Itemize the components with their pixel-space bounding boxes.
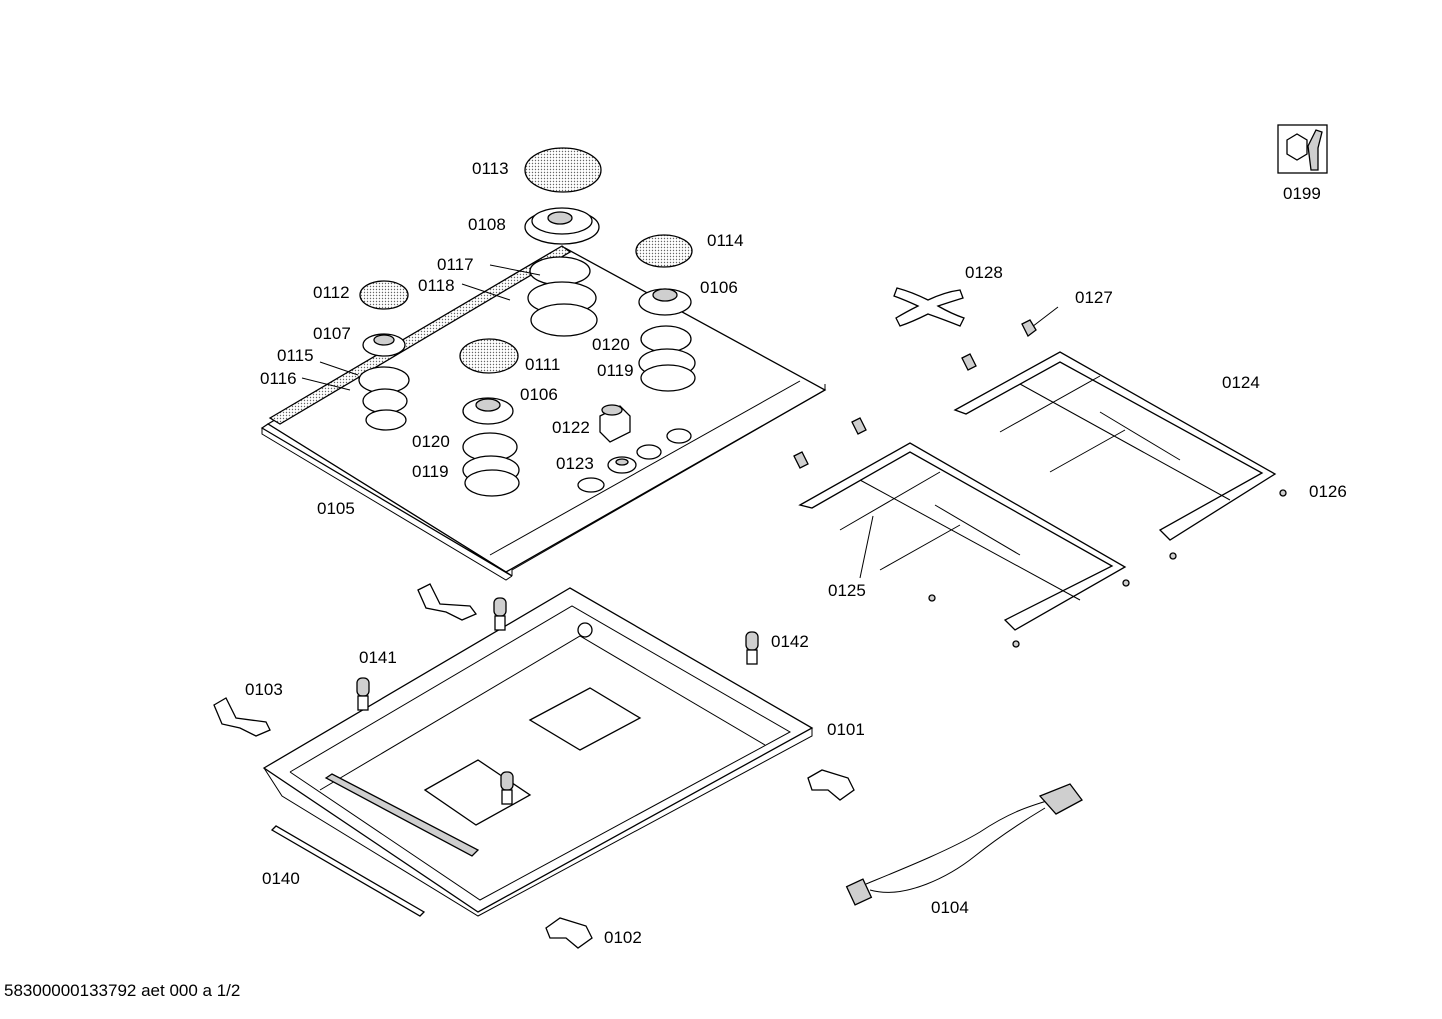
label-0102: 0102 <box>604 928 642 947</box>
leveling-feet <box>356 597 759 805</box>
label-0127: 0127 <box>1075 288 1113 307</box>
mounting-bracket-left <box>213 697 271 737</box>
grate-cross-support <box>893 287 965 327</box>
bottom-tray <box>262 587 814 917</box>
label-0106-middle: 0106 <box>520 385 558 404</box>
burner-small-icon <box>358 333 410 431</box>
knob-holes <box>577 428 692 493</box>
label-0107: 0107 <box>313 324 351 343</box>
power-cable <box>845 783 1083 906</box>
label-0128: 0128 <box>965 263 1003 282</box>
burner-right-icon <box>638 288 696 392</box>
fixing-clips <box>545 769 855 949</box>
drawing-reference-number: 58300000133792 aet 000 a 1/2 <box>4 981 241 1000</box>
leader-lines <box>301 264 1059 579</box>
label-0126: 0126 <box>1309 482 1347 501</box>
label-0117: 0117 <box>437 255 474 274</box>
label-0106-right: 0106 <box>700 278 738 297</box>
seal-rings-large <box>527 256 598 337</box>
burner-cap-middle-icon <box>459 338 519 374</box>
grate-bolts <box>928 489 1287 648</box>
label-0142: 0142 <box>771 632 809 651</box>
pan-support-left <box>798 442 1127 631</box>
label-0125: 0125 <box>828 581 866 600</box>
label-0103: 0103 <box>245 680 283 699</box>
label-0123: 0123 <box>556 454 594 473</box>
label-0118: 0118 <box>418 276 455 295</box>
burner-cap-right-icon <box>635 234 693 268</box>
label-0119-right: 0119 <box>597 361 634 380</box>
burner-cap-large-icon <box>524 147 602 193</box>
label-0114: 0114 <box>707 231 744 250</box>
burner-large-icon <box>524 207 600 245</box>
rubber-feet <box>793 319 1037 469</box>
control-knob-icon <box>599 404 631 443</box>
cooktop-top-plate <box>260 245 827 581</box>
burner-cap-small-icon <box>359 280 409 310</box>
label-0140: 0140 <box>262 869 300 888</box>
label-0108: 0108 <box>468 215 506 234</box>
label-0101: 0101 <box>827 720 865 739</box>
label-0113: 0113 <box>472 159 509 178</box>
label-0124: 0124 <box>1222 373 1260 392</box>
label-0120-right: 0120 <box>592 335 630 354</box>
label-0119-middle: 0119 <box>412 462 449 481</box>
label-0111: 0111 <box>525 355 561 374</box>
label-0120-middle: 0120 <box>412 432 450 451</box>
label-0199: 0199 <box>1283 184 1321 203</box>
pan-support-right <box>953 351 1277 541</box>
burner-middle-icon <box>462 397 520 497</box>
seal-strip <box>270 825 426 917</box>
label-0112: 0112 <box>313 283 350 302</box>
label-0115: 0115 <box>277 346 314 365</box>
label-0105: 0105 <box>317 499 355 518</box>
label-0141: 0141 <box>359 648 397 667</box>
service-tool-icon <box>1277 124 1328 174</box>
label-0104: 0104 <box>931 898 969 917</box>
label-0122: 0122 <box>552 418 590 437</box>
label-0116: 0116 <box>260 369 297 388</box>
mounting-bracket-top <box>417 583 478 621</box>
